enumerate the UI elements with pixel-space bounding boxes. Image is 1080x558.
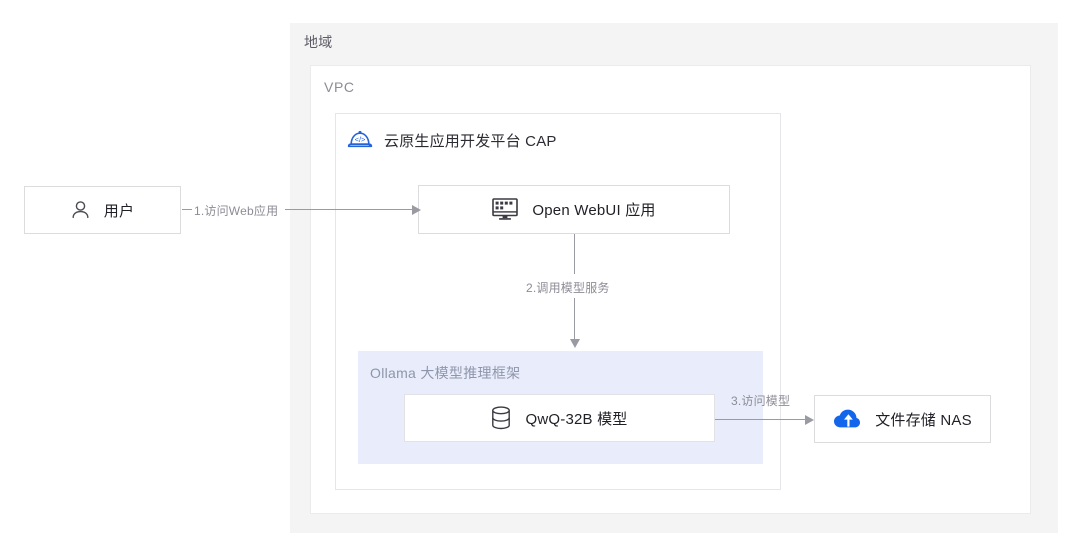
connector-1-line-right [285, 209, 415, 210]
node-open-webui[interactable]: Open WebUI 应用 [418, 185, 730, 234]
connector-3-line [715, 419, 808, 420]
svg-text:</>: </> [355, 135, 366, 144]
node-qwq-model[interactable]: QwQ-32B 模型 [404, 394, 715, 442]
user-icon [71, 200, 90, 220]
connector-3-label: 3.访问模型 [731, 394, 791, 408]
cap-title: 云原生应用开发平台 CAP [384, 132, 557, 150]
connector-2-line-bottom [574, 298, 575, 343]
node-user[interactable]: 用户 [24, 186, 181, 234]
ollama-label: Ollama 大模型推理框架 [370, 365, 521, 381]
node-open-webui-label: Open WebUI 应用 [532, 202, 656, 219]
connector-2-label: 2.调用模型服务 [526, 281, 610, 295]
node-user-label: 用户 [103, 202, 135, 220]
cap-hat-icon: </> [347, 128, 373, 152]
region-label: 地域 [304, 34, 333, 50]
connector-2-arrowhead-icon [570, 339, 580, 348]
connector-1-arrowhead-icon [412, 205, 421, 215]
connector-3-arrowhead-icon [805, 415, 814, 425]
database-icon [491, 406, 511, 430]
vpc-label: VPC [324, 79, 355, 95]
connector-1-label: 1.访问Web应用 [194, 204, 279, 218]
node-qwq-model-label: QwQ-32B 模型 [525, 410, 628, 428]
node-file-storage-nas-label: 文件存储 NAS [875, 411, 972, 429]
monitor-icon [492, 198, 519, 221]
node-file-storage-nas[interactable]: 文件存储 NAS [814, 395, 991, 443]
connector-1-line-left [182, 209, 192, 210]
connector-2-line-top [574, 234, 575, 274]
cap-header: </> 云原生应用开发平台 CAP [347, 128, 557, 152]
cloud-upload-icon [833, 408, 861, 430]
